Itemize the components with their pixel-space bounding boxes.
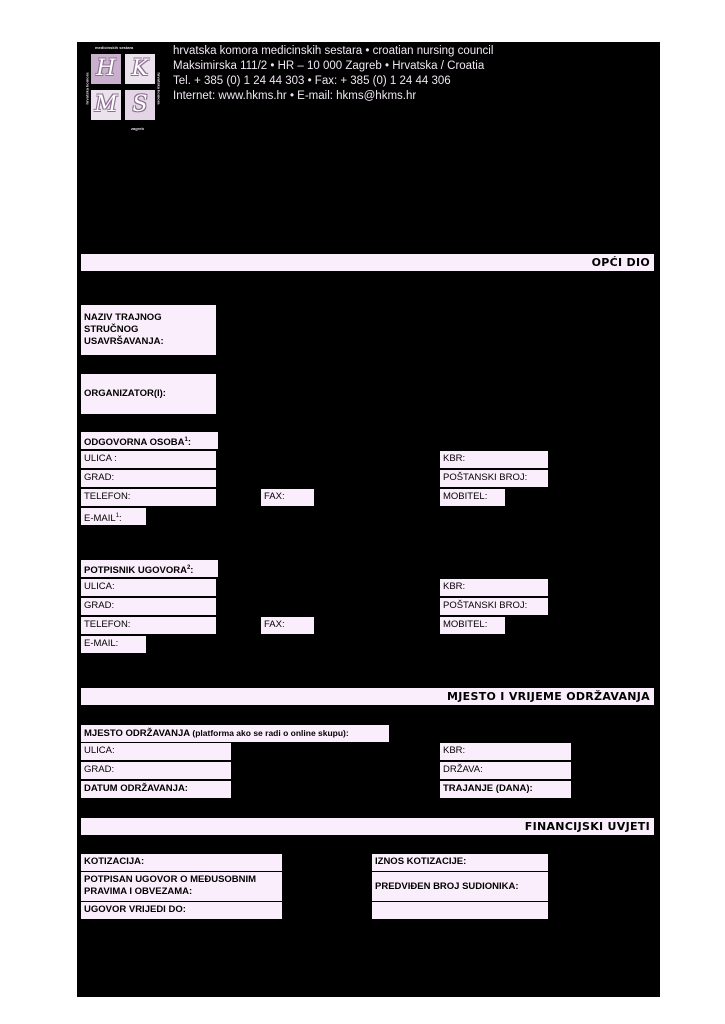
signer-number-label: KBR: bbox=[440, 579, 548, 596]
email-footnote-mark: 1 bbox=[115, 513, 120, 519]
logo-letter-h: H bbox=[91, 54, 121, 84]
venue-label: MJESTO ODRŽAVANJA (platforma ako se radi… bbox=[81, 725, 389, 742]
signer-footnote-mark: 2 bbox=[186, 565, 191, 571]
venue-street-label: ULICA: bbox=[81, 743, 231, 760]
signer-city-label: GRAD: bbox=[81, 598, 216, 615]
empty-financial-cell bbox=[372, 902, 548, 919]
signer-mobile-label: MOBITEL: bbox=[440, 617, 505, 634]
signer-postal-label: POŠTANSKI BROJ: bbox=[440, 598, 548, 615]
organizer-label: ORGANIZATOR(I): bbox=[81, 374, 216, 414]
contract-signed-label: POTPISAN UGOVOR O MEĐUSOBNIM PRAVIMA I O… bbox=[81, 872, 282, 901]
responsible-city-label: GRAD: bbox=[81, 470, 216, 487]
signer-email-label: E-MAIL: bbox=[81, 636, 146, 653]
fee-amount-label: IZNOS KOTIZACIJE: bbox=[372, 854, 548, 871]
letterhead-address: Maksimirska 111/2 • HR – 10 000 Zagreb •… bbox=[173, 60, 485, 72]
responsible-person-label: ODGOVORNA OSOBA1: bbox=[81, 432, 218, 449]
signer-fax-label: FAX: bbox=[261, 617, 314, 634]
responsible-email-text: E-MAIL bbox=[84, 513, 116, 525]
responsible-footnote-mark: 1 bbox=[184, 437, 188, 443]
hkms-logo: medicinskih sestara hrvatska komora hrva… bbox=[81, 44, 163, 134]
venue-city-label: GRAD: bbox=[81, 762, 231, 779]
letterhead-phone-fax: Tel. + 385 (0) 1 24 44 303 • Fax: + 385 … bbox=[173, 75, 451, 87]
section-place-time-header: MJESTO I VRIJEME ODRŽAVANJA bbox=[81, 688, 654, 705]
responsible-number-label: KBR: bbox=[440, 451, 548, 468]
participants-label: PREDVIĐEN BROJ SUDIONIKA: bbox=[372, 872, 548, 901]
venue-title-text: MJESTO ODRŽAVANJA bbox=[84, 728, 190, 739]
logo-letter-s: S bbox=[125, 90, 155, 120]
venue-duration-label: TRAJANJE (DANA): bbox=[440, 781, 571, 798]
responsible-email-label: E-MAIL1: bbox=[81, 508, 146, 525]
logo-ring-text-top: medicinskih sestara bbox=[95, 45, 134, 50]
fee-label: KOTIZACIJA: bbox=[81, 854, 282, 871]
logo-letter-m: M bbox=[91, 90, 121, 120]
section-general-header: OPĆI DIO bbox=[81, 254, 654, 271]
letterhead-org-name: hrvatska komora medicinskih sestara • cr… bbox=[173, 45, 494, 57]
responsible-phone-label: TELEFON: bbox=[81, 489, 216, 506]
responsible-fax-label: FAX: bbox=[261, 489, 314, 506]
letterhead: hrvatska komora medicinskih sestara • cr… bbox=[173, 44, 493, 104]
logo-ring-text-bottom: zagreb bbox=[131, 126, 144, 131]
logo-ring-text-left: hrvatska komora bbox=[84, 72, 90, 105]
venue-country-label: DRŽAVA: bbox=[440, 762, 571, 779]
form-sheet: medicinskih sestara hrvatska komora hrva… bbox=[77, 42, 660, 997]
venue-date-label: DATUM ODRŽAVANJA: bbox=[81, 781, 231, 798]
course-name-label: NAZIV TRAJNOG STRUČNOG USAVRŠAVANJA: bbox=[81, 305, 216, 355]
venue-number-label: KBR: bbox=[440, 743, 571, 760]
signer-phone-label: TELEFON: bbox=[81, 617, 216, 634]
responsible-street-label: ULICA : bbox=[81, 451, 216, 468]
signer-street-label: ULICA: bbox=[81, 579, 216, 596]
responsible-mobile-label: MOBITEL: bbox=[440, 489, 505, 506]
section-financial-header: FINANCIJSKI UVJETI bbox=[81, 818, 654, 835]
letterhead-web-email: Internet: www.hkms.hr • E-mail: hkms@hkm… bbox=[173, 90, 417, 102]
contract-signer-label: POTPISNIK UGOVORA2: bbox=[81, 560, 218, 577]
responsible-person-text: ODGOVORNA OSOBA bbox=[84, 437, 185, 449]
logo-letter-k: K bbox=[125, 54, 155, 84]
responsible-postal-label: POŠTANSKI BROJ: bbox=[440, 470, 548, 487]
contract-signer-text: POTPISNIK UGOVORA bbox=[84, 565, 187, 577]
logo-ring-text-right: hrvatska komora bbox=[156, 72, 162, 105]
venue-title-note: (platforma ako se radi o online skupu): bbox=[192, 728, 349, 738]
contract-valid-until-label: UGOVOR VRIJEDI DO: bbox=[81, 902, 282, 919]
